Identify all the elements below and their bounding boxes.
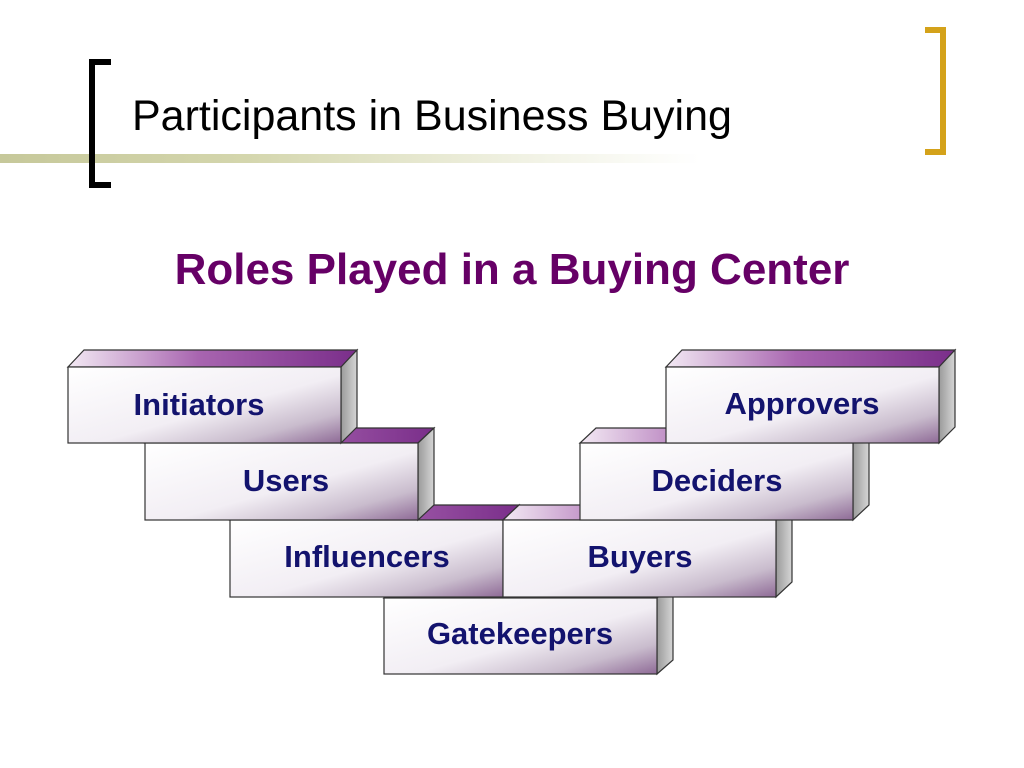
brick-buyers: Buyers <box>501 503 794 599</box>
brick-label-gatekeepers: Gatekeepers <box>427 616 613 651</box>
brick-front <box>502 519 777 598</box>
brick-side <box>417 426 435 522</box>
diagram-subtitle: Roles Played in a Buying Center <box>174 245 850 294</box>
brick-label-initiators: Initiators <box>134 387 265 422</box>
brick-approvers: Approvers <box>664 348 957 445</box>
brick-side <box>340 348 358 445</box>
brick-top <box>66 349 359 368</box>
brick-label-approvers: Approvers <box>724 386 879 421</box>
header-rule <box>0 154 700 163</box>
brick-initiators: Initiators <box>66 348 359 445</box>
brick-front <box>383 597 658 675</box>
brick-label-influencers: Influencers <box>284 539 449 574</box>
brick-front <box>67 366 342 444</box>
brick-label-deciders: Deciders <box>652 463 783 498</box>
brick-label-buyers: Buyers <box>587 539 692 574</box>
brick-side <box>938 348 956 445</box>
left-bracket <box>89 59 111 188</box>
brick-front <box>665 366 940 444</box>
brick-gatekeepers: Gatekeepers <box>382 582 675 676</box>
brick-label-users: Users <box>243 463 329 498</box>
brick-front <box>144 442 419 521</box>
right-bracket <box>925 27 946 155</box>
slide-title: Participants in Business Buying <box>132 92 732 140</box>
brick-top <box>664 349 957 368</box>
brick-front <box>229 519 504 598</box>
title-brackets <box>89 27 946 188</box>
